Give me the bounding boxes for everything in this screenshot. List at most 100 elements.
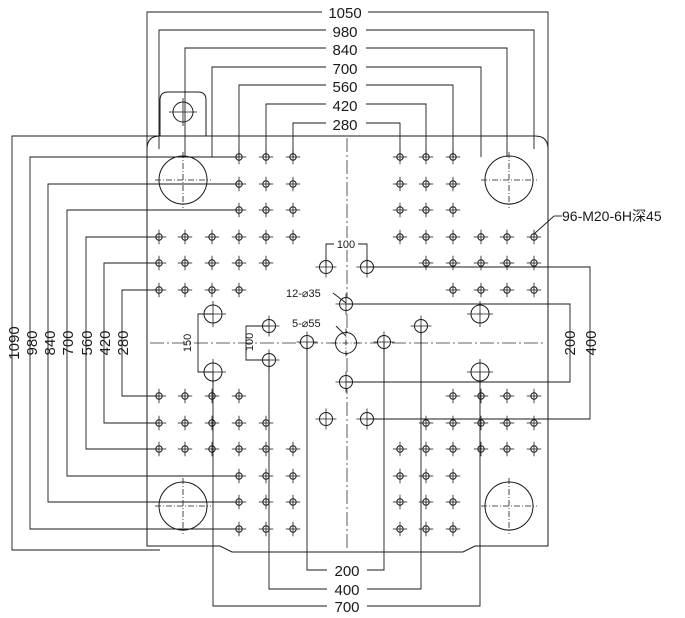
dim-700-bottom: 700 <box>334 599 359 616</box>
dim-400-right: 400 <box>583 330 600 355</box>
ejector-hole <box>467 301 493 327</box>
tapped-hole <box>473 255 489 271</box>
tapped-hole <box>204 388 220 404</box>
dim-200-right: 200 <box>562 330 579 355</box>
dim-200-bottom: 200 <box>334 563 359 580</box>
tapped-hole <box>392 494 408 510</box>
tapped-hole <box>499 388 515 404</box>
tapped-hole <box>204 282 220 298</box>
dim-1050: 1050 <box>328 5 361 22</box>
right-dimensions: 200 400 <box>562 330 600 355</box>
tapped-hole <box>392 202 408 218</box>
tapped-hole <box>526 415 542 431</box>
tapped-hole <box>445 494 461 510</box>
tapped-hole <box>285 494 301 510</box>
tapped-hole <box>445 229 461 245</box>
tapped-hole <box>499 282 515 298</box>
callout-holes-35: 12-⌀35 <box>286 288 321 300</box>
tapped-hole <box>258 176 274 192</box>
tapped-hole <box>499 229 515 245</box>
dim-980-left: 980 <box>24 330 41 355</box>
tapped-hole <box>473 388 489 404</box>
tapped-hole <box>258 255 274 271</box>
tie-bar-bore <box>155 152 211 208</box>
callouts: 96-M20-6H深45 12-⌀35 5-⌀55 <box>283 208 662 337</box>
tapped-hole <box>526 229 542 245</box>
tapped-hole <box>177 388 193 404</box>
dim-980-top: 980 <box>332 24 357 41</box>
tapped-hole <box>177 415 193 431</box>
hole-35 <box>315 408 337 430</box>
dim-100-left-inner: 100 <box>244 333 256 351</box>
tapped-hole <box>258 202 274 218</box>
dim-420-top: 420 <box>332 98 357 115</box>
tapped-hole <box>526 388 542 404</box>
dim-280-top: 280 <box>332 117 357 134</box>
lifting-hole <box>169 98 197 126</box>
inner-dimensions: 100 100 150 <box>182 238 358 352</box>
dim-280-left: 280 <box>115 330 132 355</box>
tapped-hole <box>473 415 489 431</box>
tapped-hole <box>258 521 274 537</box>
dim-700-left: 700 <box>60 330 77 355</box>
tapped-hole <box>392 521 408 537</box>
dim-400-bottom: 400 <box>334 582 359 599</box>
dim-560-left: 560 <box>79 330 96 355</box>
tapped-hole <box>204 229 220 245</box>
dim-100-top-inner: 100 <box>337 239 355 251</box>
tapped-hole <box>204 415 220 431</box>
tapped-hole <box>177 441 193 457</box>
tapped-hole <box>285 202 301 218</box>
tapped-hole <box>392 468 408 484</box>
platen-outline <box>146 91 549 553</box>
tapped-hole <box>231 415 247 431</box>
tapped-hole <box>526 282 542 298</box>
tapped-hole <box>445 468 461 484</box>
tapped-hole <box>285 441 301 457</box>
tapped-hole <box>445 415 461 431</box>
dim-150-inner: 150 <box>182 334 194 352</box>
tapped-hole <box>418 229 434 245</box>
tapped-hole <box>392 176 408 192</box>
tapped-hole <box>526 255 542 271</box>
tapped-hole <box>392 441 408 457</box>
tapped-hole <box>445 521 461 537</box>
tapped-hole <box>499 415 515 431</box>
tapped-hole <box>258 441 274 457</box>
tapped-hole <box>231 282 247 298</box>
callout-holes-55: 5-⌀55 <box>292 318 321 330</box>
tapped-hole <box>285 521 301 537</box>
tapped-hole <box>445 441 461 457</box>
tapped-hole <box>445 202 461 218</box>
dim-840-top: 840 <box>332 42 357 59</box>
tapped-hole <box>445 282 461 298</box>
tapped-hole <box>473 229 489 245</box>
tapped-hole <box>526 441 542 457</box>
tapped-hole <box>231 255 247 271</box>
tie-bar-bore <box>481 478 537 534</box>
tapped-hole <box>445 388 461 404</box>
center-hole-55 <box>331 328 361 358</box>
tapped-hole <box>231 441 247 457</box>
dim-560-top: 560 <box>332 79 357 96</box>
tapped-hole <box>499 255 515 271</box>
tapped-hole <box>445 176 461 192</box>
callout-tapped-holes: 96-M20-6H深45 <box>562 208 662 224</box>
top-dimensions: 1050 980 840 700 560 420 280 <box>322 5 368 134</box>
tapped-hole <box>418 255 434 271</box>
tapped-hole <box>285 176 301 192</box>
tapped-hole <box>204 255 220 271</box>
tapped-hole <box>258 494 274 510</box>
tapped-hole <box>392 229 408 245</box>
tapped-hole <box>418 176 434 192</box>
dim-420-left: 420 <box>97 330 114 355</box>
dim-700-top: 700 <box>332 61 357 78</box>
dim-1090: 1090 <box>6 326 23 359</box>
tapped-hole <box>499 441 515 457</box>
tapped-hole <box>177 229 193 245</box>
tapped-hole <box>418 202 434 218</box>
tapped-hole <box>285 229 301 245</box>
left-dimensions: 1090 980 840 700 560 420 280 <box>6 326 132 359</box>
tapped-hole <box>231 388 247 404</box>
